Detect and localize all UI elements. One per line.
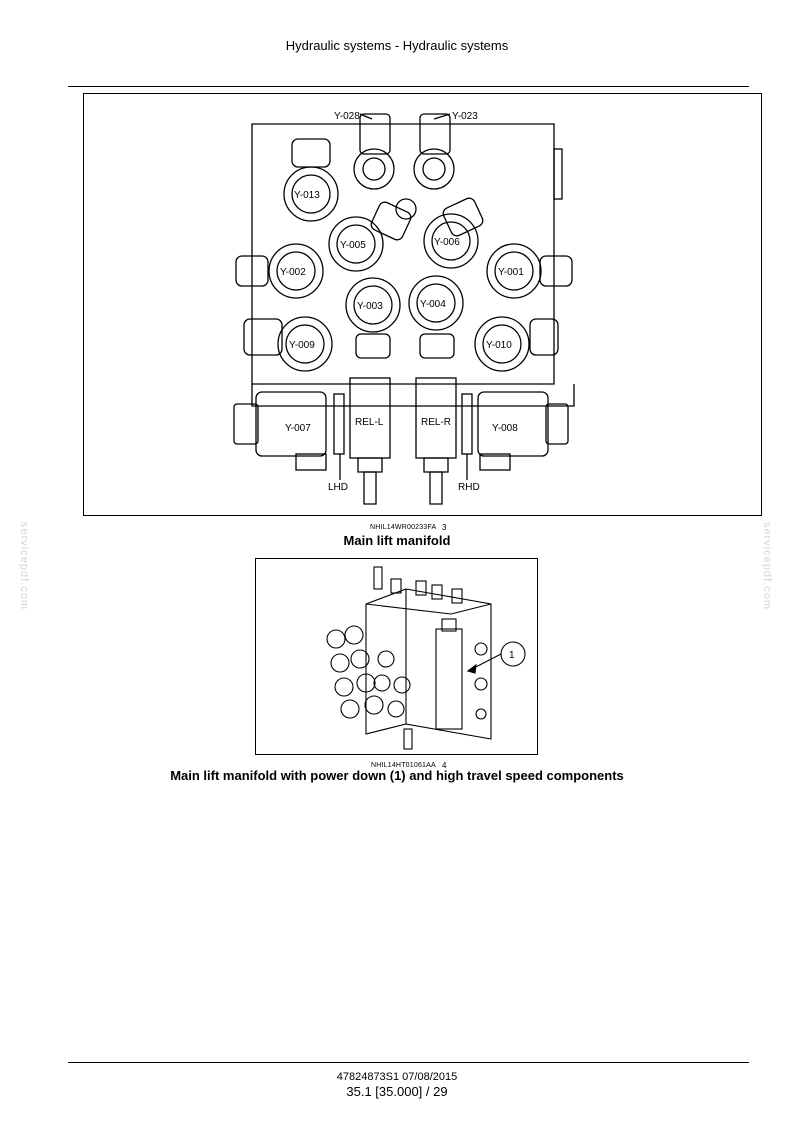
figure1-caption: Main lift manifold [343, 533, 451, 548]
footer-doc-ref: 47824873S1 07/08/2015 [336, 1071, 458, 1083]
figure1-number: 3 [442, 523, 447, 532]
figure2-caption: Main lift manifold with power down (1) a… [170, 768, 624, 783]
label-y001: Y-001 [498, 267, 524, 278]
label-y010: Y-010 [486, 340, 512, 351]
label-lhd: LHD [328, 482, 348, 493]
footer-rule [68, 1062, 749, 1063]
figure2-image-id: NHIL14HT01061AA [371, 762, 436, 769]
label-y002: Y-002 [280, 267, 306, 278]
figure2-number: 4 [442, 761, 447, 770]
label-y007: Y-007 [285, 423, 311, 434]
label-y008: Y-008 [492, 423, 518, 434]
label-y006: Y-006 [434, 237, 460, 248]
callout-1: 1 [509, 650, 515, 661]
label-y003: Y-003 [357, 301, 383, 312]
manifold-iso-drawing: 1 [326, 566, 526, 750]
label-rhd: RHD [458, 482, 480, 493]
figure-main-lift-manifold: Y-028 Y-023 Y-013 Y-005 Y-006 Y-002 Y-00… [83, 93, 762, 516]
label-rel-l: REL-L [355, 417, 384, 428]
label-y004: Y-004 [420, 299, 446, 310]
page-header-title: Hydraulic systems - Hydraulic systems [285, 38, 509, 53]
label-y023: Y-023 [452, 111, 478, 122]
label-y013: Y-013 [294, 190, 320, 201]
label-rel-r: REL-R [421, 417, 451, 428]
label-y005: Y-005 [340, 240, 366, 251]
label-y009: Y-009 [289, 340, 315, 351]
figure1-image-id: NHIL14WR00233FA [370, 524, 437, 531]
manifold-drawing: Y-028 Y-023 Y-013 Y-005 Y-006 Y-002 Y-00… [233, 111, 575, 505]
footer-page-number: 35.1 [35.000] / 29 [346, 1084, 448, 1099]
header-rule [68, 86, 749, 87]
figure-manifold-power-down: 1 [255, 558, 538, 755]
label-y028: Y-028 [334, 111, 360, 122]
